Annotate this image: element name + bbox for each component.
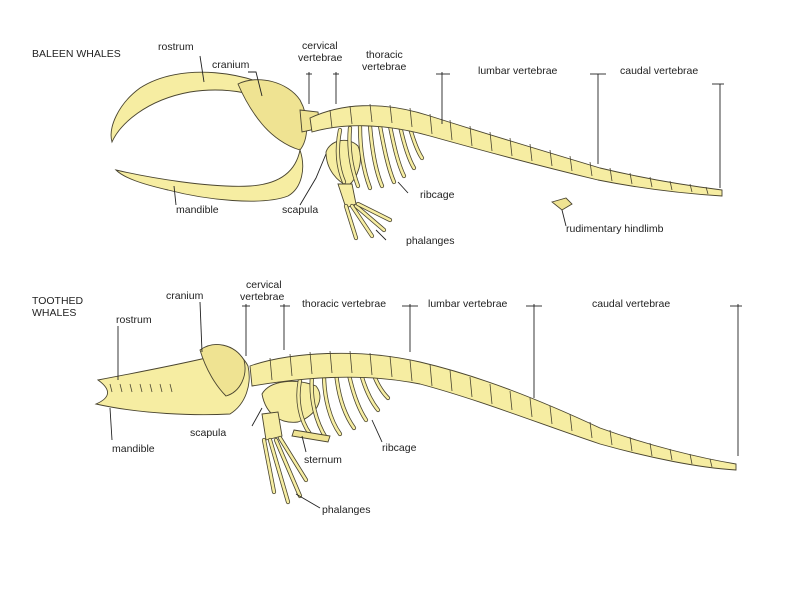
toothed-ribcage	[296, 367, 391, 441]
baleen-hindlimb	[551, 197, 573, 211]
baleen-label-scapula: scapula	[282, 204, 318, 216]
baleen-label-mandible: mandible	[176, 204, 219, 216]
toothed-sternum	[291, 429, 331, 443]
toothed-leaders	[109, 301, 742, 509]
baleen-leaders	[173, 55, 724, 241]
baleen-label-thoracic-1: thoracic	[366, 49, 403, 61]
toothed-label-rostrum: rostrum	[116, 314, 152, 326]
baleen-label-lumbar: lumbar vertebrae	[478, 65, 558, 77]
toothed-label-scapula: scapula	[190, 427, 226, 439]
baleen-label-cranium: cranium	[212, 59, 250, 71]
toothed-label-ribcage: ribcage	[382, 442, 417, 454]
toothed-label-caudal: caudal vertebrae	[592, 298, 670, 310]
toothed-label-sternum: sternum	[304, 454, 342, 466]
baleen-label-thoracic-2: vertebrae	[362, 61, 407, 73]
toothed-teeth	[109, 383, 173, 393]
toothed-whale-skeleton	[94, 344, 737, 505]
baleen-whale-skeleton	[110, 71, 723, 241]
toothed-heading-line1: TOOTHED	[32, 295, 84, 307]
baleen-label-caudal: caudal vertebrae	[620, 65, 698, 77]
toothed-vertebrae	[269, 350, 713, 468]
baleen-label-ribcage: ribcage	[420, 189, 455, 201]
toothed-flipper	[261, 411, 283, 441]
toothed-label-lumbar: lumbar vertebrae	[428, 298, 508, 310]
baleen-heading: BALEEN WHALES	[32, 48, 121, 60]
baleen-cranium	[237, 79, 308, 151]
baleen-labels: BALEEN WHALES rostrum cranium cervical v…	[32, 40, 698, 247]
toothed-label-thoracic: thoracic vertebrae	[302, 298, 386, 310]
toothed-label-cervical-2: vertebrae	[240, 291, 285, 303]
baleen-label-cervical-2: vertebrae	[298, 52, 343, 64]
toothed-heading-line2: WHALES	[32, 307, 76, 319]
toothed-cranium	[199, 344, 246, 397]
baleen-phalanges	[343, 201, 393, 241]
baleen-label-phalanges: phalanges	[406, 235, 454, 247]
toothed-phalanges	[261, 435, 309, 505]
toothed-labels: TOOTHED WHALES rostrum cranium cervical …	[32, 279, 670, 516]
baleen-ribcage	[335, 123, 425, 191]
baleen-label-hindlimb: rudimentary hindlimb	[566, 223, 664, 235]
toothed-spine	[249, 352, 737, 471]
toothed-label-cranium: cranium	[166, 290, 204, 302]
toothed-label-mandible: mandible	[112, 443, 155, 455]
toothed-label-phalanges: phalanges	[322, 504, 370, 516]
toothed-label-cervical-1: cervical	[246, 279, 282, 291]
baleen-mandible	[114, 148, 304, 202]
baleen-vertebrae	[329, 103, 709, 195]
baleen-label-cervical-1: cervical	[302, 40, 338, 52]
baleen-label-rostrum: rostrum	[158, 41, 194, 53]
